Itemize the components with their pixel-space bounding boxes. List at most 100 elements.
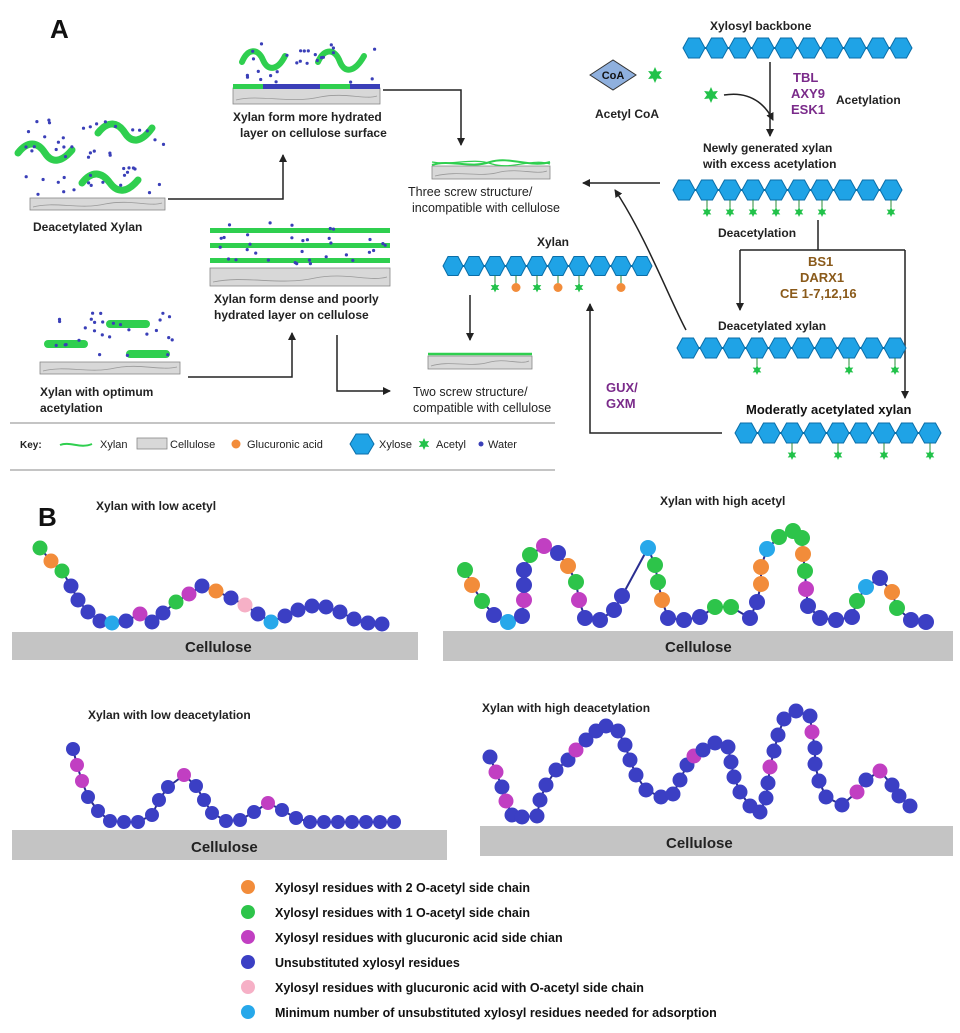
water-dot (101, 180, 105, 184)
key-acetyl: Acetyl (436, 439, 466, 451)
bead (695, 742, 711, 758)
water-dot (125, 170, 130, 174)
bead (486, 607, 502, 623)
bead (858, 579, 874, 595)
xylose-icon (883, 337, 907, 359)
water-dot (268, 221, 272, 225)
water-dot (227, 223, 232, 227)
water-dot (47, 121, 52, 125)
bead (610, 723, 626, 739)
bead (828, 612, 844, 628)
water-dot (153, 138, 157, 142)
water-dot (58, 319, 62, 324)
water-dot (373, 47, 377, 51)
water-dot (93, 320, 97, 324)
bead (918, 614, 934, 630)
legend-swatch (241, 955, 255, 969)
bead (117, 815, 131, 829)
water-dot (64, 343, 68, 347)
water-dot (157, 182, 161, 187)
bead (66, 742, 80, 756)
water-dot (147, 191, 152, 195)
bead (194, 578, 210, 594)
bead (263, 614, 279, 630)
bead (145, 808, 159, 822)
glucuronic-acid-icon (511, 283, 521, 292)
xylose-icon (547, 256, 569, 276)
acetyl-star-icon (752, 365, 762, 375)
water-dot (70, 145, 74, 149)
water-dot (36, 192, 40, 196)
acetyl-star-icon (787, 450, 797, 460)
xylose-icon (797, 37, 821, 59)
label-dense-2: hydrated layer on cellulose (214, 308, 369, 322)
xylose-icon (672, 179, 696, 201)
water-dot (313, 53, 317, 57)
legend-swatch (241, 980, 255, 994)
arrow-deacetylated-to-three (614, 189, 687, 331)
water-dot (24, 175, 28, 179)
xylose-icon (860, 337, 884, 359)
water-dot (321, 55, 325, 59)
label-xylan-center: Xylan (537, 235, 569, 249)
water-dot (88, 173, 93, 177)
enzyme-gxm: GXM (606, 396, 636, 411)
acetyl-star-icon (648, 67, 662, 83)
acetyl-star-icon (704, 87, 718, 103)
bead (205, 806, 219, 820)
bead (640, 540, 656, 556)
bead (653, 789, 669, 805)
water-dot (245, 248, 249, 252)
water-dot (145, 332, 149, 336)
bead (474, 593, 490, 609)
legend-label: Xylosyl residues with 1 O-acetyl side ch… (275, 906, 530, 920)
xylose-icon (774, 37, 798, 59)
label-optimum-2: acetylation (40, 401, 103, 415)
bead (359, 815, 373, 829)
legend-label: Minimum number of unsubstituted xylosyl … (275, 1006, 717, 1020)
label-acetylation: Acetylation (836, 93, 901, 107)
water-dot (111, 321, 115, 325)
water-dot (92, 329, 97, 333)
cellulose-bar-4: Cellulose (480, 826, 953, 856)
water-dot (119, 183, 123, 187)
xylose-icon (631, 256, 653, 276)
bead (622, 752, 638, 768)
water-dot (305, 238, 309, 242)
title-high-deacetylation: Xylan with high deacetylation (482, 701, 650, 715)
moderately-acetylated-xylan-chain (734, 422, 942, 460)
bead (568, 574, 584, 590)
xylose-icon (918, 422, 942, 444)
acetyl-star-icon (844, 365, 854, 375)
xylose-icon (589, 256, 611, 276)
water-dot (43, 135, 47, 139)
xylose-icon (826, 422, 850, 444)
legend-swatch (241, 1005, 255, 1019)
water-dot (218, 245, 222, 249)
bead (676, 612, 692, 628)
bead (360, 615, 376, 631)
bead (800, 598, 816, 614)
water-dot (72, 188, 76, 192)
water-dot (30, 149, 34, 153)
bead (144, 614, 160, 630)
water-dot (300, 249, 304, 254)
bead (155, 605, 171, 621)
bead (529, 808, 545, 824)
bead (797, 563, 813, 579)
bead (771, 529, 787, 545)
bead (692, 609, 708, 625)
xylose-icon (718, 179, 742, 201)
water-dot (122, 166, 126, 171)
acetyl-star-icon (817, 207, 827, 217)
bead (732, 784, 748, 800)
bead (168, 594, 184, 610)
water-dot (274, 80, 278, 84)
water-dot (145, 129, 149, 133)
water-dot (170, 338, 174, 342)
bead (660, 610, 676, 626)
bead (32, 540, 48, 556)
bead-legend: Xylosyl residues with 2 O-acetyl side ch… (241, 880, 717, 1020)
water-dot (35, 120, 39, 124)
xylose-icon (803, 422, 827, 444)
